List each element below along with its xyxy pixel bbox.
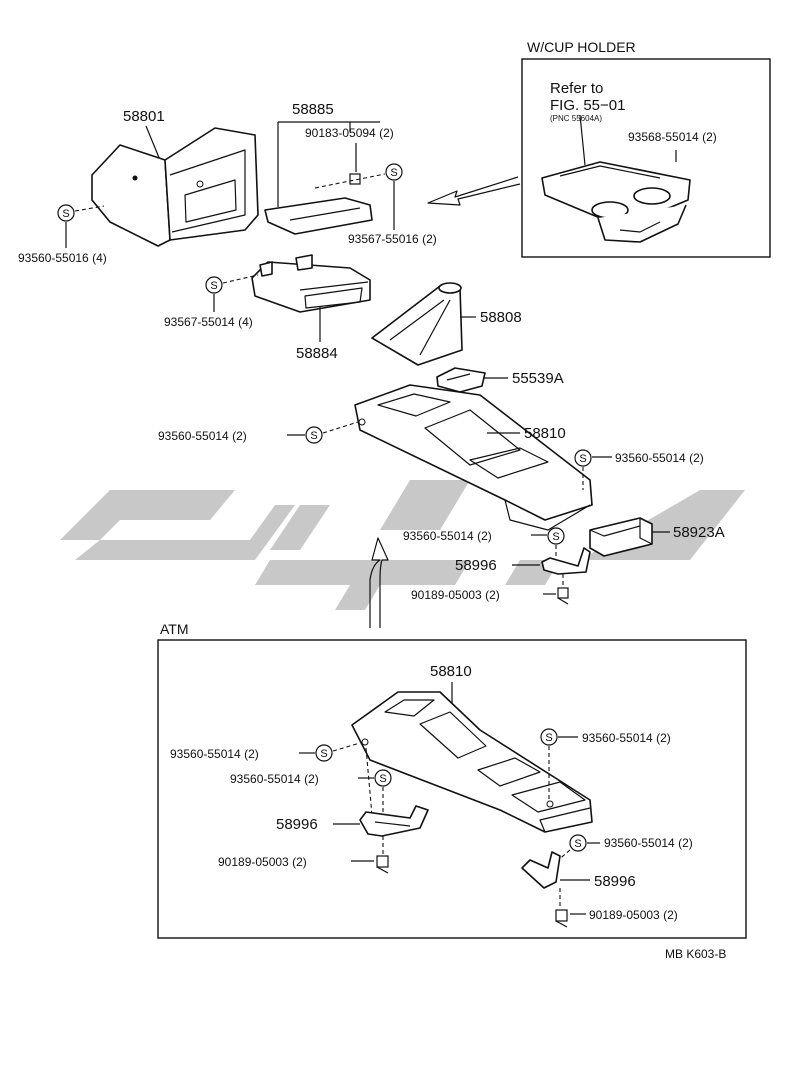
shift-boot-58808 — [371, 282, 463, 366]
arrow-icon — [427, 176, 521, 206]
label-90183-05094: 90183-05094 (2) — [305, 126, 394, 140]
label-90189-05003-b: 90189-05003 (2) — [218, 855, 307, 869]
label-93560-55014-a: 93560-55014 (2) — [158, 429, 247, 443]
seal-s-icon: S — [57, 204, 75, 222]
svg-text:S: S — [320, 748, 327, 760]
box-58884 — [251, 254, 371, 313]
bezel-55539a — [436, 367, 486, 393]
seal-s-icon: S — [385, 163, 403, 181]
seal-s-icon: S — [205, 276, 223, 294]
label-58996-b: 58996 — [276, 816, 318, 833]
label-58923A: 58923A — [673, 524, 725, 541]
label-93567-55016: 93567-55016 (2) — [348, 232, 437, 246]
seal-s-icon: S — [374, 769, 392, 787]
leader-58885 — [277, 121, 380, 207]
label-58810-b: 58810 — [430, 663, 472, 680]
arrow-icon — [369, 537, 389, 628]
label-93560-55014-e: 93560-55014 (2) — [582, 731, 671, 745]
dash-93560-d — [332, 742, 361, 752]
label-90189-05003-a: 90189-05003 (2) — [411, 588, 500, 602]
tray-58885 — [264, 173, 373, 235]
pnc-ref-label: (PNC 55604A) — [550, 114, 602, 123]
bracket-58996-upper — [541, 547, 591, 575]
svg-text:S: S — [545, 732, 552, 744]
leader-seal-58801 — [74, 205, 105, 212]
bracket-58801 — [91, 127, 259, 247]
svg-text:S: S — [552, 531, 559, 543]
atm-box — [157, 639, 747, 939]
dash-93560-f — [365, 747, 373, 816]
dash-93560-a — [322, 421, 359, 434]
label-58884: 58884 — [296, 345, 338, 362]
svg-text:S: S — [310, 430, 317, 442]
label-93567-55014: 93567-55014 (4) — [164, 315, 253, 329]
label-58996-c: 58996 — [594, 873, 636, 890]
bracket-58996-atm-left — [359, 805, 429, 837]
svg-text:S: S — [62, 208, 69, 220]
console-58810-upper — [354, 384, 593, 531]
label-93560-55014-g: 93560-55014 (2) — [604, 836, 693, 850]
label-93560-55016: 93560-55016 (4) — [18, 251, 107, 265]
console-58810-atm — [351, 691, 593, 833]
refer-to-label: Refer to — [550, 80, 603, 97]
label-93560-55014-d: 93560-55014 (2) — [170, 747, 259, 761]
leader-fig-ref — [579, 114, 586, 166]
seal-s-icon: S — [305, 426, 323, 444]
fig-ref-label: FIG. 55−01 — [550, 97, 625, 114]
svg-text:S: S — [390, 167, 397, 179]
figure-code: MB K603-B — [665, 947, 726, 961]
label-58808: 58808 — [480, 309, 522, 326]
seal-s-icon: S — [569, 834, 587, 852]
cup-holder-box — [521, 58, 771, 258]
leader-58801 — [145, 125, 161, 161]
label-93568-55014: 93568-55014 (2) — [628, 130, 717, 144]
seal-s-icon: S — [547, 527, 565, 545]
label-93560-55014-c: 93560-55014 (2) — [403, 529, 492, 543]
label-55539A: 55539A — [512, 370, 564, 387]
svg-text:S: S — [579, 453, 586, 465]
cup-holder-title: W/CUP HOLDER — [527, 39, 636, 55]
seal-s-icon: S — [315, 744, 333, 762]
seal-s-icon: S — [574, 449, 592, 467]
atm-title: ATM — [160, 621, 189, 637]
label-58810-a: 58810 — [524, 425, 566, 442]
label-58885: 58885 — [292, 101, 334, 118]
cup-holder-part — [541, 161, 691, 243]
nut-90189-upper — [557, 587, 569, 605]
label-58801: 58801 — [123, 108, 165, 125]
dash-58885 — [314, 173, 386, 189]
seal-s-icon: S — [540, 728, 558, 746]
label-93560-55014-f: 93560-55014 (2) — [230, 772, 319, 786]
nut-90189-atm-left — [376, 855, 389, 874]
label-93560-55014-b: 93560-55014 (2) — [615, 451, 704, 465]
svg-text:S: S — [210, 280, 217, 292]
bracket-58996-atm-right — [521, 851, 561, 889]
dash-58884 — [222, 274, 259, 284]
label-90189-05003-c: 90189-05003 (2) — [589, 908, 678, 922]
svg-text:S: S — [379, 773, 386, 785]
label-58996-a: 58996 — [455, 557, 497, 574]
nut-90189-atm-right — [555, 909, 568, 928]
cover-58923a — [589, 517, 653, 557]
svg-text:S: S — [574, 838, 581, 850]
